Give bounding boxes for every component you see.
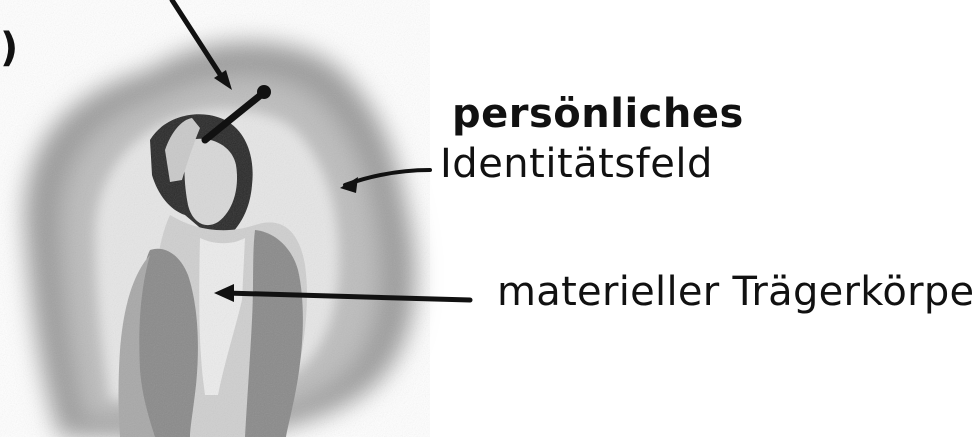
arrow-head-dot-end [257, 85, 271, 99]
identity-field-label-line2: Identitätsfeld [440, 144, 713, 184]
identity-field-label-line1: persönliches [452, 94, 744, 134]
carrier-body-label: materieller Trägerkörper [497, 272, 978, 312]
panel-letter: ) [0, 28, 18, 68]
